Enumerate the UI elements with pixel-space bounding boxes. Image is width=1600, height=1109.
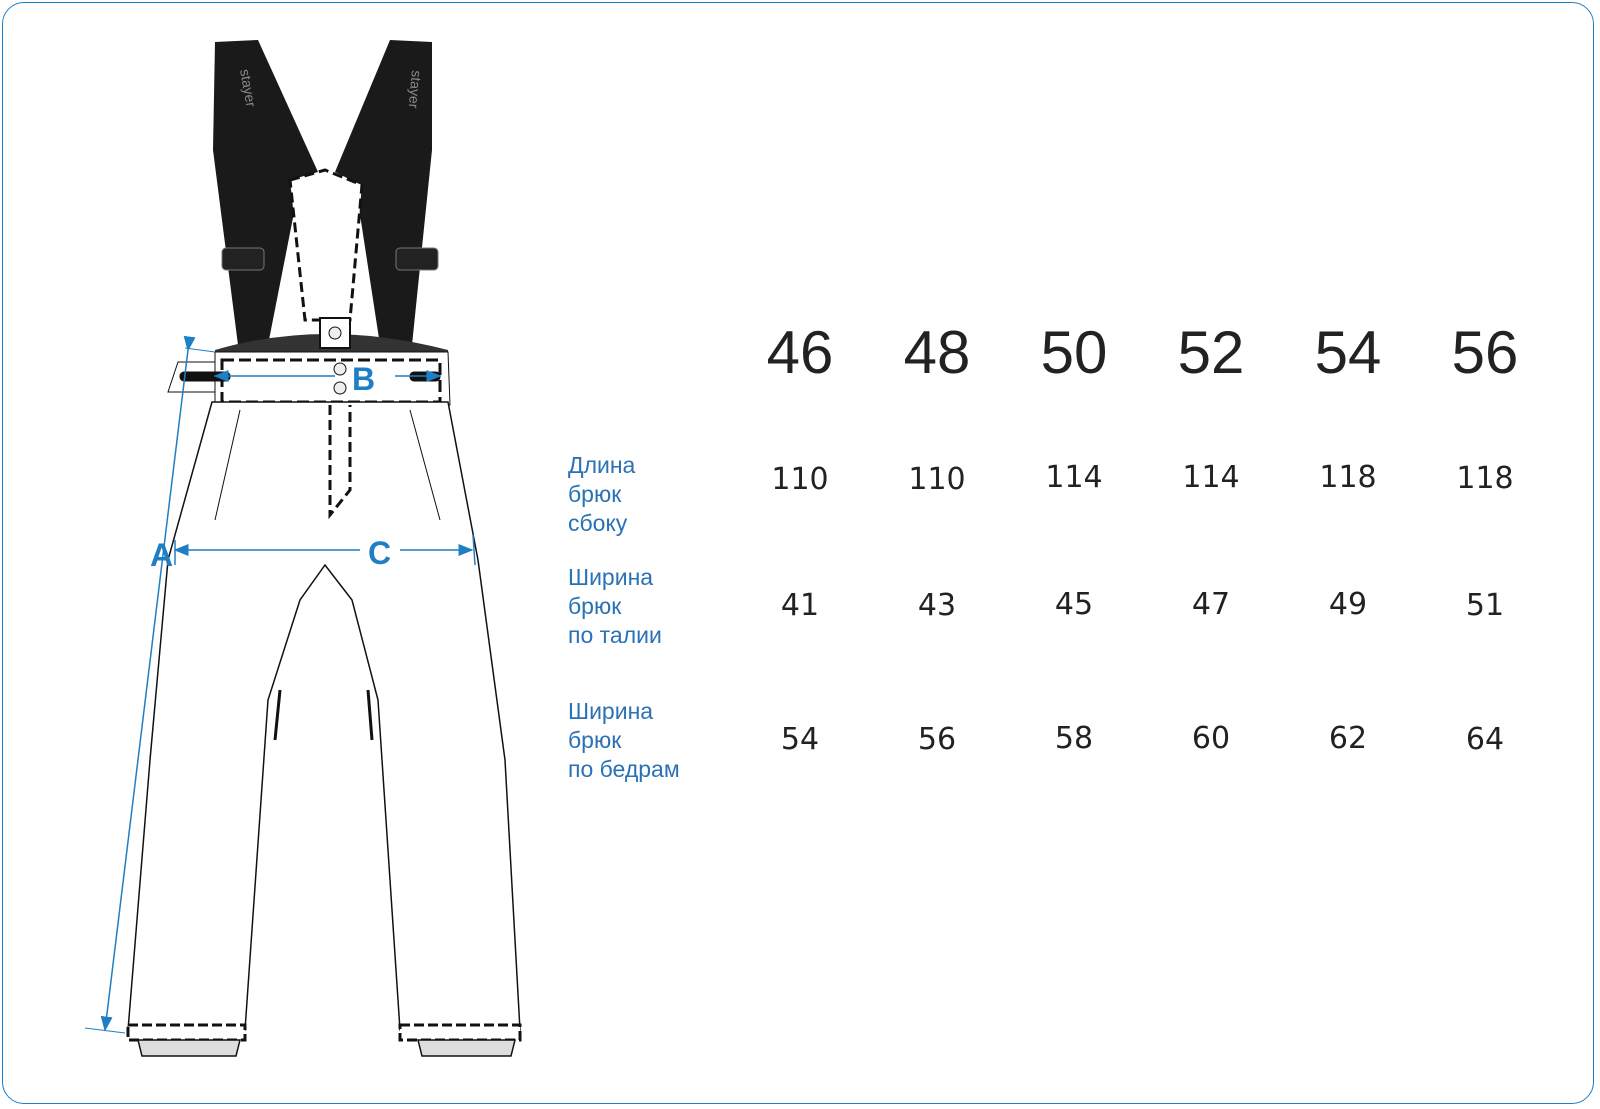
row-label-length: Длина брюк сбоку <box>568 451 635 538</box>
size-header: 50 <box>1040 319 1108 386</box>
label-line: Ширина <box>568 698 654 724</box>
label-line: по бедрам <box>568 756 680 782</box>
table-cell: 43 <box>917 588 957 623</box>
strap-brand-left: stayer <box>237 68 259 109</box>
table-cell: 56 <box>917 722 957 757</box>
table-cell: 110 <box>771 462 829 497</box>
table-cell: 110 <box>908 462 966 497</box>
label-line: Длина <box>568 452 636 478</box>
measure-label-c: C <box>368 535 391 571</box>
measure-label-b: B <box>352 361 375 397</box>
table-cell: 49 <box>1328 587 1368 622</box>
table-cell: 51 <box>1465 588 1505 623</box>
table-cell: 41 <box>780 588 820 623</box>
table-cell: 64 <box>1465 722 1505 757</box>
table-cell: 118 <box>1456 461 1514 496</box>
label-line: сбоку <box>568 510 628 536</box>
table-cell: 54 <box>780 722 820 757</box>
size-header: 46 <box>766 319 834 386</box>
row-label-hips: Ширина брюк по бедрам <box>568 697 680 784</box>
table-cell: 114 <box>1182 460 1240 495</box>
row-label-waist: Ширина брюк по талии <box>568 563 662 650</box>
table-cell: 114 <box>1045 460 1103 495</box>
label-line: Ширина <box>568 564 654 590</box>
label-line: брюк <box>568 481 622 507</box>
measure-label-a: A <box>150 537 173 573</box>
table-cell: 62 <box>1328 721 1368 756</box>
table-cell: 58 <box>1054 721 1094 756</box>
size-header: 56 <box>1451 319 1519 386</box>
size-header: 54 <box>1314 319 1382 386</box>
label-line: брюк <box>568 593 622 619</box>
label-line: брюк <box>568 727 622 753</box>
measurement-lines <box>84 335 476 1034</box>
size-header: 52 <box>1177 319 1245 386</box>
pants-legs <box>126 401 522 1057</box>
label-line: по талии <box>568 622 662 648</box>
size-header: 48 <box>903 319 971 386</box>
table-cell: 45 <box>1054 587 1094 622</box>
table-cell: 47 <box>1191 587 1231 622</box>
suspender-straps: stayer stayer <box>213 40 439 345</box>
strap-brand-right: stayer <box>406 70 425 110</box>
table-cell: 60 <box>1191 721 1231 756</box>
table-cell: 118 <box>1319 460 1377 495</box>
